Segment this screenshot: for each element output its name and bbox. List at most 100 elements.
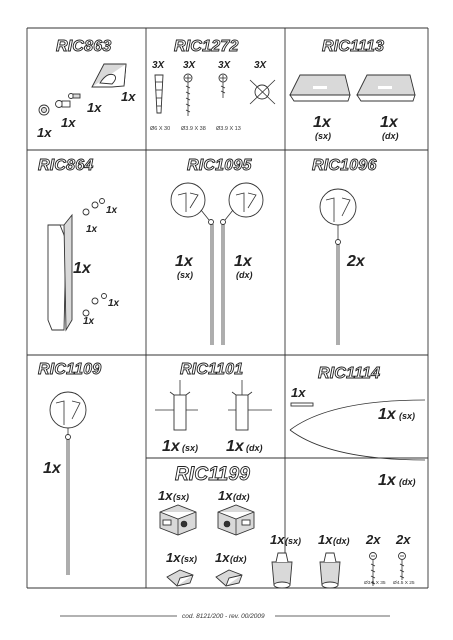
vertical-seal-illustration	[49, 391, 87, 575]
qty-label: 1x	[106, 205, 118, 216]
qty-label-main: 1x	[73, 260, 92, 277]
count-label: 3X	[183, 60, 197, 71]
qty-label: 2x	[365, 532, 381, 547]
qty-label: 1x	[378, 406, 397, 423]
qty-label: 1x	[86, 224, 98, 235]
panel-ric1114: RIC1114 1x 1x (sx) 1x (dx)	[289, 365, 426, 489]
qty-label: 1x	[291, 385, 306, 400]
footer-code: cod. 8121/200 - rev. 00/2009	[182, 613, 265, 620]
qty-label: 1x	[108, 298, 120, 309]
count-label: 3X	[218, 60, 232, 71]
bracket-right-illustration	[217, 504, 255, 536]
count-label: 3X	[152, 60, 166, 71]
qty-label: 1x	[215, 550, 230, 565]
side-label: (sx)	[173, 492, 189, 502]
qty-label: 1x	[218, 488, 233, 503]
handle-cap-right-illustration	[356, 74, 416, 102]
wall-plug-illustration	[154, 74, 164, 114]
qty-label: 1x	[158, 488, 173, 503]
crossed-out-part-icon	[249, 79, 276, 105]
qty-label: 1x	[162, 438, 181, 455]
hinge-seal-left-illustration	[155, 380, 198, 431]
side-label: (dx)	[246, 443, 263, 453]
rod-illustration	[290, 402, 314, 407]
short-screw-illustration	[218, 73, 228, 98]
panel-ric1199: RIC1199 1x (sx) 1x (dx) 1x (sx) 1x (dx)	[158, 464, 415, 589]
dimension-label: Ø4.5 X 25	[393, 580, 415, 586]
plug-illustration	[38, 93, 81, 116]
handle-bar-illustration	[47, 213, 73, 332]
qty-label: 1x	[175, 253, 194, 270]
side-label: (sx)	[315, 131, 331, 141]
side-label: (sx)	[399, 411, 415, 421]
end-cap-illustration	[91, 63, 127, 88]
panel-ric863: RIC863 1x 1x 1x 1x	[37, 38, 136, 140]
seal-curve-top	[289, 399, 426, 431]
qty-label: 1x	[380, 114, 399, 131]
panel-ric1101: RIC1101 1x (sx) 1x (dx)	[155, 361, 272, 455]
clip-right-illustration	[215, 569, 243, 587]
part-code-ric1101: RIC1101	[180, 361, 243, 378]
qty-label: 1x	[234, 253, 253, 270]
dimension-label: Ø3.5 X 35	[364, 580, 386, 586]
panel-ric1095: RIC1095 1x (sx) 1x (dx)	[170, 157, 264, 345]
screw-short-illustration	[398, 552, 406, 580]
qty-label: 2x	[395, 532, 411, 547]
count-label: 3X	[254, 60, 268, 71]
qty-label: 1x	[378, 472, 397, 489]
qty-label: 1x	[121, 89, 136, 104]
qty-label: 1x	[313, 114, 332, 131]
qty-label: 1x	[61, 115, 76, 130]
panel-ric1113: RIC1113 1x (sx) 1x (dx)	[289, 38, 416, 141]
clip-left-illustration	[166, 569, 194, 587]
dimension-label: Ø3.9 X 13	[216, 126, 241, 132]
panel-ric1096: RIC1096 2x	[312, 157, 377, 345]
qty-label: 1x	[226, 438, 245, 455]
side-label: (sx)	[285, 536, 301, 546]
qty-label: 1x	[270, 532, 285, 547]
seal-curve-bottom	[289, 429, 426, 461]
dimension-label: Ø6 X 30	[150, 126, 170, 132]
qty-label: 1x	[37, 125, 52, 140]
footer: cod. 8121/200 - rev. 00/2009	[60, 613, 390, 620]
cap-right-illustration	[319, 552, 341, 589]
part-code-ric1199: RIC1199	[175, 464, 250, 485]
side-label: (dx)	[236, 270, 253, 280]
part-code-ric1109: RIC1109	[38, 361, 101, 378]
cap-left-illustration	[271, 552, 293, 589]
side-label: (dx)	[230, 554, 247, 564]
qty-label: 1x	[83, 316, 95, 327]
panel-ric1109: RIC1109 1x	[38, 361, 102, 575]
side-label: (dx)	[233, 492, 250, 502]
part-code-ric1113: RIC1113	[322, 38, 384, 55]
part-code-ric1095: RIC1095	[187, 157, 252, 174]
handle-plugs-top	[82, 198, 105, 216]
seal-profile-illustration	[319, 188, 357, 345]
side-label: (dx)	[382, 131, 399, 141]
hinge-seal-right-illustration	[228, 380, 272, 431]
side-label: (sx)	[181, 554, 197, 564]
bracket-left-illustration	[159, 504, 197, 536]
part-code-ric1272: RIC1272	[174, 38, 239, 55]
side-label: (dx)	[399, 477, 416, 487]
panel-grid	[26, 27, 429, 589]
qty-label: 2x	[346, 253, 366, 270]
long-screw-illustration	[183, 73, 193, 116]
handle-plugs-bottom	[82, 293, 107, 317]
panel-ric864: RIC864 1x 1x 1x 1x 1x	[38, 157, 120, 332]
qty-label: 1x	[43, 460, 62, 477]
seal-strip-left-illustration	[170, 182, 214, 345]
qty-label: 1x	[166, 550, 181, 565]
dimension-label: Ø3.9 X 38	[181, 126, 206, 132]
screw-long-illustration	[369, 552, 377, 586]
panel-ric1272: RIC1272 3X 3X 3X 3X	[150, 38, 276, 132]
seal-strip-right-illustration	[220, 182, 264, 345]
part-code-ric863: RIC863	[56, 38, 111, 55]
qty-label: 1x	[87, 100, 102, 115]
handle-cap-left-illustration	[289, 74, 351, 102]
part-code-ric864: RIC864	[38, 157, 93, 174]
part-code-ric1096: RIC1096	[312, 157, 377, 174]
side-label: (sx)	[177, 270, 193, 280]
side-label: (dx)	[333, 536, 350, 546]
